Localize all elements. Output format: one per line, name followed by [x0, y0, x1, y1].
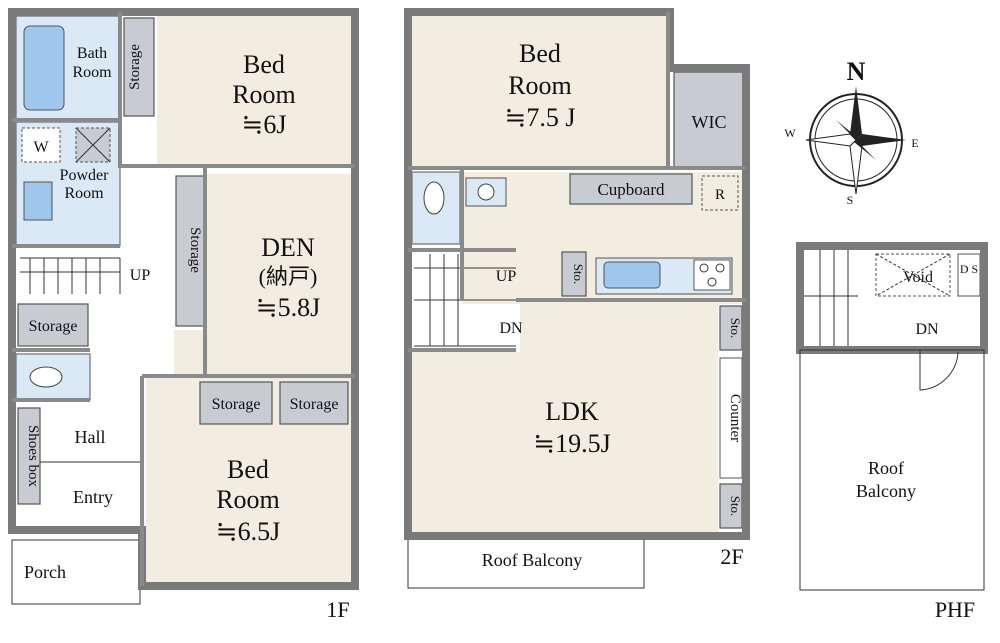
shoes-box-label: Shoes box — [25, 425, 41, 488]
powder-label-2: Room — [64, 185, 104, 202]
washer-box — [21, 127, 61, 163]
floor-label-phf: PHF — [935, 597, 975, 622]
stairs-dn-phf: DN — [915, 321, 939, 338]
sto-right-bottom-label: Sto. — [728, 496, 743, 517]
phf-door-swing — [919, 350, 959, 391]
storage-right-label: Storage — [290, 396, 339, 413]
bedroom-1-area — [157, 16, 351, 166]
ldk-size: ≒19.5J — [533, 429, 610, 458]
powder-sink — [23, 181, 53, 221]
bath-label-1: Bath — [77, 45, 107, 62]
floor-label-1f: 1F — [326, 597, 349, 622]
bedroom-1-size: ≒6J — [242, 110, 287, 139]
cupboard-box — [569, 173, 693, 205]
toilet-icon — [29, 366, 63, 388]
floor-2f — [404, 8, 750, 589]
compass-w: W — [784, 126, 796, 140]
bedroom-2f-label-2: Room — [508, 71, 572, 100]
bath-label-2: Room — [72, 64, 112, 81]
ldk-area-top — [520, 300, 718, 356]
den-area — [205, 174, 351, 376]
cupboard-label: Cupboard — [597, 180, 665, 199]
porch-label: Porch — [24, 562, 66, 582]
void-cross-b — [875, 253, 951, 297]
den-area-ext — [174, 330, 206, 376]
powder-label-1: Powder — [60, 167, 110, 184]
compass-e: E — [911, 136, 918, 150]
roof-balcony-phf-outline — [799, 349, 985, 591]
stairs-phf — [804, 250, 858, 346]
kitchen-sink — [603, 261, 661, 289]
roof-balcony-2f-label: Roof Balcony — [482, 550, 583, 570]
refrigerator-label: R — [715, 187, 725, 203]
inner-walls-2f — [408, 12, 746, 352]
entry-label: Entry — [73, 487, 113, 507]
hall-label: Hall — [75, 427, 106, 447]
stairs-1f — [20, 257, 121, 294]
den-size: ≒5.8J — [256, 293, 320, 322]
stairs-up-1f: UP — [130, 267, 151, 284]
toilet-2f-icon — [423, 181, 445, 215]
inner-walls-1f — [12, 12, 355, 586]
bedroom-2f-size: ≒7.5 J — [505, 103, 576, 132]
ldk-label: LDK — [545, 397, 599, 426]
sto-kitchen-label: Sto. — [571, 264, 586, 285]
storage-left-1f — [17, 303, 89, 347]
wic-box — [673, 71, 745, 169]
storage-vertical-1f — [175, 175, 207, 327]
void-label: Void — [903, 269, 933, 286]
den-label-1: DEN — [261, 233, 315, 262]
storage-left-label: Storage — [29, 318, 78, 335]
compass-n: N — [847, 57, 866, 86]
den-label-2: (納戸) — [259, 264, 318, 289]
bedroom-2-label-2: Room — [216, 485, 280, 514]
handwash-bowl-icon — [477, 183, 495, 201]
bedroom-2f-label-1: Bed — [519, 39, 561, 68]
sto-right-top-label: Sto. — [728, 318, 743, 339]
floor-label-2f: 2F — [720, 544, 743, 569]
bedroom-2-size: ≒6.5J — [216, 517, 280, 546]
stairs-2f — [414, 254, 516, 347]
washer-label: W — [33, 139, 49, 156]
compass-s: S — [847, 193, 854, 207]
storage-vertical-label: Storage — [187, 227, 203, 273]
roof-balcony-phf-label-2: Balcony — [856, 481, 916, 501]
refrigerator-box — [701, 175, 739, 211]
wic-label: WIC — [692, 112, 727, 132]
sto-kitchen-box — [561, 251, 587, 297]
ldk-area — [412, 352, 718, 532]
storage-top-label: Storage — [127, 44, 143, 90]
floor-phf — [796, 242, 988, 591]
cabinet-cross-b — [75, 127, 111, 163]
ds-label: D S — [960, 262, 978, 276]
stairs-up-2f: UP — [496, 268, 517, 285]
storage-mid-1f — [199, 381, 273, 425]
bathtub — [23, 25, 65, 111]
bedroom-1-label-1: Bed — [243, 50, 285, 79]
storage-right-1f — [279, 381, 349, 425]
shoes-box-1f — [17, 407, 41, 505]
compass-icon — [805, 86, 906, 195]
stove-icon — [693, 259, 731, 291]
counter-label: Counter — [727, 394, 743, 442]
bedroom-2f-area — [412, 16, 668, 168]
roof-balcony-phf-label-1: Roof — [868, 458, 904, 478]
storage-mid-label: Storage — [212, 396, 261, 413]
storage-top-1f — [123, 17, 155, 117]
floor-1f — [8, 8, 359, 605]
bedroom-2-label-1: Bed — [227, 455, 269, 484]
bedroom-1-label-2: Room — [232, 80, 296, 109]
stairs-dn-2f: DN — [499, 320, 523, 337]
